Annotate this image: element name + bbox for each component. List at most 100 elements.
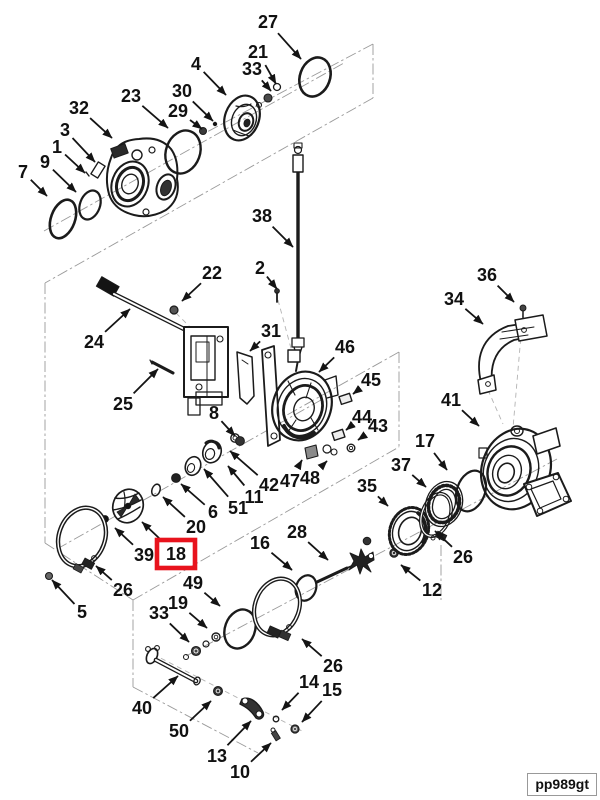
callout-arrow <box>464 308 484 325</box>
callout-arrow <box>226 720 252 746</box>
callout-arrow <box>188 612 208 629</box>
callout-number: 31 <box>261 321 281 341</box>
callout-12-11[interactable]: 12 <box>400 564 442 600</box>
callout-29-30[interactable]: 29 <box>168 101 203 130</box>
callout-47-49[interactable]: 47 <box>280 459 303 491</box>
callout-14-13[interactable]: 14 <box>281 672 319 711</box>
callout-18-17[interactable]: 18 <box>141 521 198 571</box>
callout-35-37[interactable]: 35 <box>357 476 389 507</box>
callout-arrow <box>89 117 113 139</box>
callout-number: 26 <box>323 656 343 676</box>
callout-number: 5 <box>77 602 87 622</box>
callout-arrow <box>496 284 515 303</box>
callout-15-14[interactable]: 15 <box>301 680 342 723</box>
part-slinger-11 <box>201 439 223 464</box>
part-fitting-44 <box>331 428 346 442</box>
callout-43-45[interactable]: 43 <box>357 416 388 441</box>
callout-4-3[interactable]: 4 <box>191 54 227 96</box>
callout-number: 17 <box>415 431 435 451</box>
callout-32-33[interactable]: 32 <box>69 98 113 139</box>
callout-arrow <box>293 459 303 471</box>
callout-24-23[interactable]: 24 <box>84 308 131 352</box>
part-screw-2 <box>274 288 280 303</box>
callout-44-46[interactable]: 44 <box>345 407 372 431</box>
part-gasket-31 <box>236 351 255 405</box>
callout-25-24[interactable]: 25 <box>113 368 159 414</box>
callout-41-43[interactable]: 41 <box>441 390 480 427</box>
callout-23-22[interactable]: 23 <box>121 86 169 129</box>
part-bearing-housing-46 <box>261 345 339 460</box>
callout-49-51[interactable]: 49 <box>183 573 221 607</box>
callout-46-48[interactable]: 46 <box>318 337 355 373</box>
callout-arrow <box>162 496 186 518</box>
callout-34-36[interactable]: 34 <box>444 289 484 325</box>
callout-number: 15 <box>322 680 342 700</box>
callout-1-0[interactable]: 1 <box>52 137 86 174</box>
callout-42-44[interactable]: 42 <box>229 450 279 495</box>
callout-21-20[interactable]: 21 <box>248 42 277 85</box>
callout-33-35[interactable]: 33 <box>149 603 190 643</box>
callout-arrow <box>229 450 259 476</box>
callout-27-28[interactable]: 27 <box>258 12 302 60</box>
callout-arrow <box>301 638 323 657</box>
callout-30-31[interactable]: 30 <box>172 81 214 122</box>
callout-arrow <box>220 420 236 437</box>
part-shaft-wheel-28 <box>315 548 375 584</box>
callout-2-1[interactable]: 2 <box>255 258 278 290</box>
callout-number: 48 <box>300 468 320 488</box>
callout-number: 23 <box>121 86 141 106</box>
callout-45-47[interactable]: 45 <box>352 370 381 395</box>
callout-10-9[interactable]: 10 <box>230 742 272 782</box>
part-key-1-3 <box>85 161 106 179</box>
callout-number: 39 <box>134 545 154 565</box>
callout-arrow <box>64 153 86 174</box>
callout-26-25[interactable]: 26 <box>95 565 133 600</box>
part-collar-51 <box>184 455 202 477</box>
callout-arrow <box>277 32 302 60</box>
callout-36-38[interactable]: 36 <box>477 265 515 303</box>
callout-5-4[interactable]: 5 <box>51 579 87 622</box>
callout-19-18[interactable]: 19 <box>168 593 208 629</box>
callout-39-41[interactable]: 39 <box>114 527 154 565</box>
callout-51-53[interactable]: 51 <box>203 468 248 518</box>
part-pin-25 <box>149 359 175 375</box>
callout-arrow <box>270 551 293 571</box>
callout-28-29[interactable]: 28 <box>287 522 329 561</box>
callout-3-2[interactable]: 3 <box>60 120 96 163</box>
callout-number: 3 <box>60 120 70 140</box>
part-screw-10 <box>270 727 281 742</box>
callout-7-6[interactable]: 7 <box>18 162 48 197</box>
callout-38-40[interactable]: 38 <box>252 206 294 248</box>
callout-8-7[interactable]: 8 <box>209 403 236 437</box>
callout-number: 42 <box>259 475 279 495</box>
callout-16-15[interactable]: 16 <box>250 533 293 571</box>
part-turbine-housing-41 <box>478 425 572 517</box>
callout-31-32[interactable]: 31 <box>249 321 281 352</box>
callout-37-39[interactable]: 37 <box>391 455 427 488</box>
callout-11-10[interactable]: 11 <box>227 465 264 507</box>
callout-number: 11 <box>244 487 263 507</box>
callout-26-26[interactable]: 26 <box>434 530 473 567</box>
part-pin-30 <box>212 121 218 127</box>
callout-50-52[interactable]: 50 <box>169 700 212 741</box>
callout-20-19[interactable]: 20 <box>162 496 206 537</box>
callout-6-5[interactable]: 6 <box>180 483 218 522</box>
callout-48-50[interactable]: 48 <box>300 460 328 488</box>
part-nut-8 <box>235 436 245 446</box>
callout-26-27[interactable]: 26 <box>301 638 343 676</box>
callout-number: 44 <box>352 407 372 427</box>
callout-17-16[interactable]: 17 <box>415 431 448 471</box>
part-ring-43 <box>346 443 356 453</box>
callout-13-12[interactable]: 13 <box>207 720 252 766</box>
callout-arrow <box>318 356 335 373</box>
callout-number: 34 <box>444 289 464 309</box>
callout-number: 2 <box>255 258 265 278</box>
callout-33-34[interactable]: 33 <box>242 59 272 92</box>
part-oring-27 <box>298 56 332 98</box>
callout-40-42[interactable]: 40 <box>132 675 179 718</box>
callout-22-21[interactable]: 22 <box>181 263 222 302</box>
part-washers-48 <box>322 444 338 456</box>
callout-9-8[interactable]: 9 <box>40 152 77 193</box>
part-bracket-13 <box>239 697 265 720</box>
